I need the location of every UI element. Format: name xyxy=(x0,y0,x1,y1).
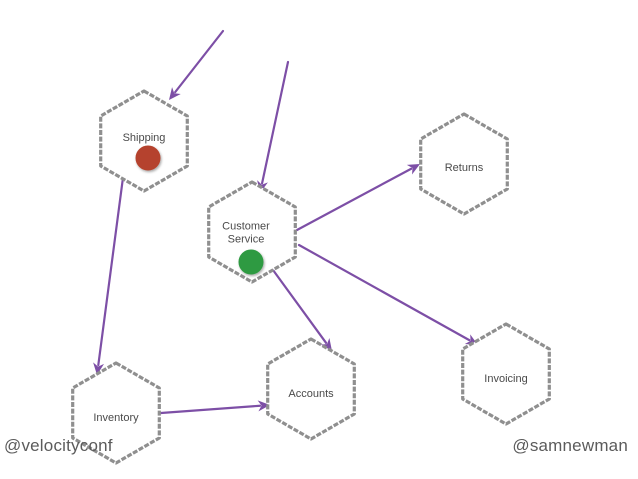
service-node-invoicing[interactable]: Invoicing xyxy=(461,322,551,426)
arrow-head xyxy=(257,400,270,412)
hexagon-shape xyxy=(99,89,189,193)
hexagon-shape xyxy=(419,112,509,216)
arrow-inventory-to-accounts xyxy=(159,400,270,415)
arrow-line xyxy=(97,168,126,367)
arrow-head xyxy=(169,87,181,100)
status-indicator-dot xyxy=(238,249,264,275)
hexagon-shape xyxy=(266,337,356,441)
hexagon-shape xyxy=(461,322,551,426)
arrow-head xyxy=(93,362,105,375)
arrow-line xyxy=(159,404,262,415)
service-node-inventory[interactable]: Inventory xyxy=(71,361,161,465)
service-node-shipping[interactable]: Shipping xyxy=(99,89,189,193)
arrow-line xyxy=(297,243,471,342)
arrow-line xyxy=(174,29,225,94)
service-node-accounts[interactable]: Accounts xyxy=(266,337,356,441)
hexagon-shape xyxy=(71,361,161,465)
arrow-customer-service-to-accounts xyxy=(271,268,332,351)
footer-handle-left: @velocityconf xyxy=(4,436,113,455)
service-label: Accounts xyxy=(288,388,334,400)
service-label: Customer xyxy=(222,221,270,233)
arrow-head xyxy=(406,164,420,175)
arrow-line xyxy=(260,60,290,185)
connections xyxy=(93,29,478,415)
hexagon-shape xyxy=(207,180,297,284)
service-label: Inventory xyxy=(93,412,139,424)
service-label: Invoicing xyxy=(484,373,527,385)
footer-handle-right: @samnewman xyxy=(512,436,628,455)
arrow-external-to-shipping xyxy=(169,29,225,100)
service-label: Returns xyxy=(445,162,484,174)
arrow-customer-service-to-returns xyxy=(295,164,420,232)
service-label: Service xyxy=(228,234,265,246)
service-label: Shipping xyxy=(123,132,166,144)
arrow-shipping-to-inventory xyxy=(93,168,126,375)
service-node-returns[interactable]: Returns xyxy=(419,112,509,216)
arrow-customer-service-to-invoicing xyxy=(297,243,478,345)
arrow-line xyxy=(295,167,413,232)
arrow-external-to-customer-service xyxy=(257,60,290,193)
status-indicator-dot xyxy=(135,145,161,171)
arrow-line xyxy=(271,268,328,345)
